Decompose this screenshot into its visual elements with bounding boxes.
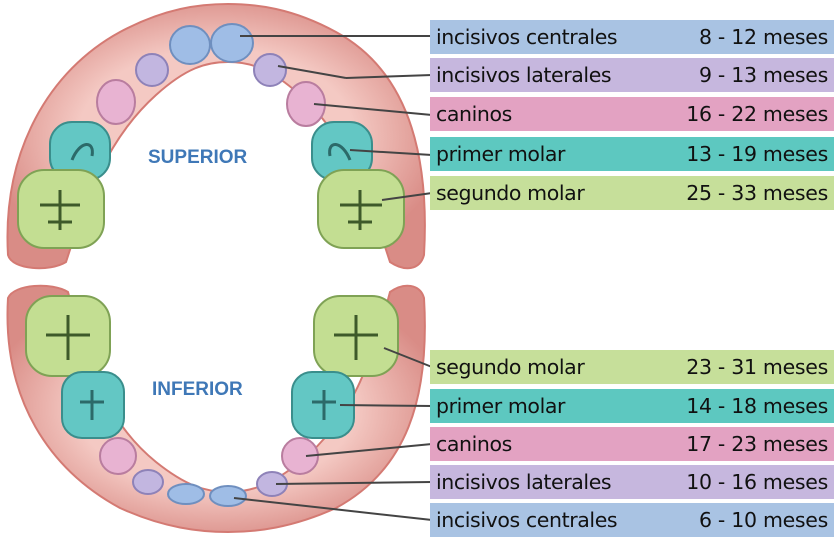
lower-row-name: incisivos laterales (436, 470, 612, 494)
lower-row-incisivos-laterales: incisivos laterales 10 - 16 meses (430, 465, 834, 499)
lower-row-name: incisivos centrales (436, 508, 618, 532)
upper-first-molar-left-groove (70, 143, 94, 161)
leader-line-upper-lateral (277, 65, 347, 79)
upper-canine-left-tooth (96, 79, 136, 125)
upper-row-caninos: caninos 16 - 22 meses (430, 97, 834, 131)
upper-first-molar-right-groove (328, 143, 352, 161)
lower-row-age: 10 - 16 meses (686, 470, 828, 494)
leader-lines (233, 35, 433, 521)
upper-arch: SUPERIOR (6, 2, 426, 270)
leader-line-lower-lateral (275, 481, 433, 485)
lower-first-molar-left-groove (80, 390, 104, 420)
upper-row-age: 8 - 12 meses (698, 25, 828, 49)
lower-row-name: primer molar (436, 394, 566, 418)
upper-row-name: caninos (436, 102, 512, 126)
upper-row-name: segundo molar (436, 181, 585, 205)
lower-row-age: 14 - 18 meses (686, 394, 828, 418)
upper-teeth (17, 23, 405, 249)
upper-row-primer-molar: primer molar 13 - 19 meses (430, 137, 834, 171)
lower-row-primer-molar: primer molar 14 - 18 meses (430, 389, 834, 423)
lower-central-incisor-right-tooth (209, 485, 247, 507)
lower-arch: INFERIOR (6, 284, 426, 534)
upper-row-name: incisivos centrales (436, 25, 618, 49)
leader-line-lower-canine (305, 443, 433, 457)
lower-row-name: segundo molar (436, 355, 585, 379)
lower-canine-left-tooth (99, 437, 137, 475)
upper-row-age: 16 - 22 meses (686, 102, 828, 126)
lower-arch-label: INFERIOR (152, 379, 243, 400)
lower-row-incisivos-centrales: incisivos centrales 6 - 10 meses (430, 503, 834, 537)
upper-row-name: incisivos laterales (436, 63, 612, 87)
leader-line-lower-second-molar (383, 347, 433, 368)
leader-line-upper-canine (313, 103, 433, 116)
lower-canine-right-tooth (281, 437, 319, 475)
upper-arch-label: SUPERIOR (148, 147, 248, 168)
leader-line-upper-second-molar (381, 192, 433, 201)
upper-lateral-incisor-right-tooth (253, 53, 287, 87)
upper-lateral-incisor-left-tooth (135, 53, 169, 87)
lower-second-molar-right-groove (334, 315, 378, 360)
upper-row-incisivos-centrales: incisivos centrales 8 - 12 meses (430, 20, 834, 54)
lower-row-age: 23 - 31 meses (686, 355, 828, 379)
leader-line-lower-central (233, 497, 433, 521)
upper-central-incisor-right-tooth (210, 23, 254, 63)
leader-line-upper-first-molar (349, 149, 433, 156)
lower-lateral-incisor-left-tooth (132, 469, 164, 495)
upper-row-name: primer molar (436, 142, 566, 166)
upper-row-age: 25 - 33 meses (686, 181, 828, 205)
upper-second-molar-left-groove (40, 190, 80, 230)
lower-row-age: 17 - 23 meses (686, 432, 828, 456)
leader-line-upper-lateral-2 (345, 74, 433, 79)
upper-row-segundo-molar: segundo molar 25 - 33 meses (430, 176, 834, 210)
upper-second-molar-right-groove (340, 190, 382, 230)
upper-canine-right-tooth (286, 81, 326, 127)
lower-central-incisor-left-tooth (167, 483, 205, 505)
lower-row-name: caninos (436, 432, 512, 456)
lower-second-molar-left-groove (46, 315, 90, 360)
upper-gum (6, 2, 426, 270)
upper-row-age: 13 - 19 meses (686, 142, 828, 166)
upper-row-age: 9 - 13 meses (698, 63, 828, 87)
leader-line-lower-first-molar (339, 404, 433, 407)
lower-row-segundo-molar: segundo molar 23 - 31 meses (430, 350, 834, 384)
lower-row-age: 6 - 10 meses (698, 508, 828, 532)
upper-row-incisivos-laterales: incisivos laterales 9 - 13 meses (430, 58, 834, 92)
lower-first-molar-right-groove (312, 390, 336, 420)
lower-row-caninos: caninos 17 - 23 meses (430, 427, 834, 461)
upper-central-incisor-left-tooth (169, 25, 211, 65)
